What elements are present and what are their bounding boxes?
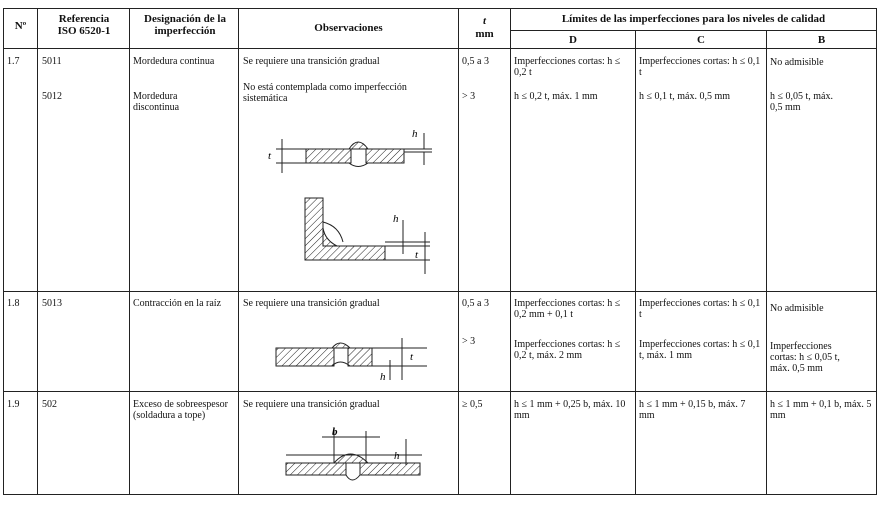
header-t: t: [482, 15, 487, 27]
header-mm: mm: [475, 28, 494, 40]
row-number: 1.9: [7, 399, 20, 410]
designation: Contracción en la raíz: [133, 298, 222, 309]
header-level-b: B: [817, 34, 826, 46]
limit-b: Imperfecciones cortas: h ≤ 0,05 t, máx. …: [770, 341, 840, 374]
thickness-range: 0,5 a 3: [462, 298, 489, 309]
reference: 5013: [42, 298, 62, 309]
header-bottom-border: [3, 48, 876, 49]
limit-c: Imperfecciones cortas: h ≤ 0,1 t, máx. 1…: [639, 339, 761, 361]
label-t: t: [410, 351, 414, 363]
row-number: 1.8: [7, 298, 20, 309]
limit-c: Imperfecciones cortas: h ≤ 0,1 t: [639, 298, 761, 320]
header-no: Nº: [14, 20, 27, 32]
reference: 5011: [42, 56, 62, 67]
col-divider: [458, 8, 459, 495]
observation: Se requiere una transición gradual: [243, 298, 380, 309]
table-right-border: [876, 8, 877, 495]
observation: Se requiere una transición gradual: [243, 56, 380, 67]
header-level-d: D: [569, 34, 577, 46]
row-divider: [3, 291, 876, 292]
label-h: h: [394, 450, 400, 462]
limit-d: Imperfecciones cortas: h ≤ 0,2 t, máx. 2…: [514, 339, 621, 361]
thickness-range: ≥ 0,5: [462, 399, 483, 410]
designation: Mordedura discontinua: [133, 91, 180, 113]
limit-c: h ≤ 1 mm + 0,15 b, máx. 7 mm: [639, 399, 746, 421]
limit-b: No admisible: [770, 57, 824, 68]
designation: Exceso de sobreespesor (soldadura a tope…: [133, 399, 228, 421]
col-divider: [766, 30, 767, 495]
col-divider: [635, 30, 636, 495]
observation: No está contemplada como imperfección si…: [243, 82, 407, 104]
label-h: h: [393, 213, 399, 225]
table-top-border: [3, 8, 876, 9]
row-divider: [3, 391, 876, 392]
limits-header-divider: [510, 30, 876, 31]
thickness-range: > 3: [462, 91, 476, 102]
root-concavity-diagram: t h: [275, 338, 427, 383]
observation: Se requiere una transición gradual: [243, 399, 380, 410]
label-t: t: [268, 150, 272, 162]
limit-c: Imperfecciones cortas: h ≤ 0,1 t: [639, 56, 761, 78]
reference: 502: [42, 399, 57, 410]
limit-b: No admisible: [770, 303, 824, 314]
excess-weld-metal-diagram: b h: [285, 426, 422, 481]
header-observations: Observaciones: [314, 22, 383, 34]
limit-b: h ≤ 1 mm + 0,1 b, máx. 5 mm: [770, 399, 872, 421]
limit-d: h ≤ 0,2 t, máx. 1 mm: [514, 91, 598, 102]
limit-d: Imperfecciones cortas: h ≤ 0,2 t: [514, 56, 621, 78]
label-h: h: [412, 128, 418, 140]
reference: 5012: [42, 91, 62, 102]
col-divider: [510, 8, 511, 495]
label-h: h: [380, 371, 386, 383]
designation: Mordedura continua: [133, 56, 215, 67]
undercut-fillet-weld-diagram: h t: [304, 197, 430, 274]
thickness-range: > 3: [462, 336, 476, 347]
header-reference: Referencia ISO 6520-1: [57, 13, 111, 37]
limit-c: h ≤ 0,1 t, máx. 0,5 mm: [639, 91, 731, 102]
undercut-butt-weld-diagram: h t: [268, 128, 432, 173]
header-designation: Designación de la imperfección: [144, 13, 226, 37]
table-left-border: [3, 8, 4, 495]
label-t: t: [415, 249, 419, 261]
limit-d: Imperfecciones cortas: h ≤ 0,2 mm + 0,1 …: [514, 298, 621, 320]
thickness-range: 0,5 a 3: [462, 56, 489, 67]
limit-d: h ≤ 1 mm + 0,25 b, máx. 10 mm: [514, 399, 626, 421]
col-divider: [37, 8, 38, 495]
limit-b: h ≤ 0,05 t, máx. 0,5 mm: [770, 91, 833, 113]
header-limits: Límites de las imperfecciones para los n…: [561, 13, 826, 25]
label-b: b: [332, 426, 338, 438]
table-bottom-border: [3, 494, 876, 495]
header-level-c: C: [697, 34, 705, 46]
col-divider: [129, 8, 130, 495]
col-divider: [238, 8, 239, 495]
row-number: 1.7: [7, 56, 20, 67]
